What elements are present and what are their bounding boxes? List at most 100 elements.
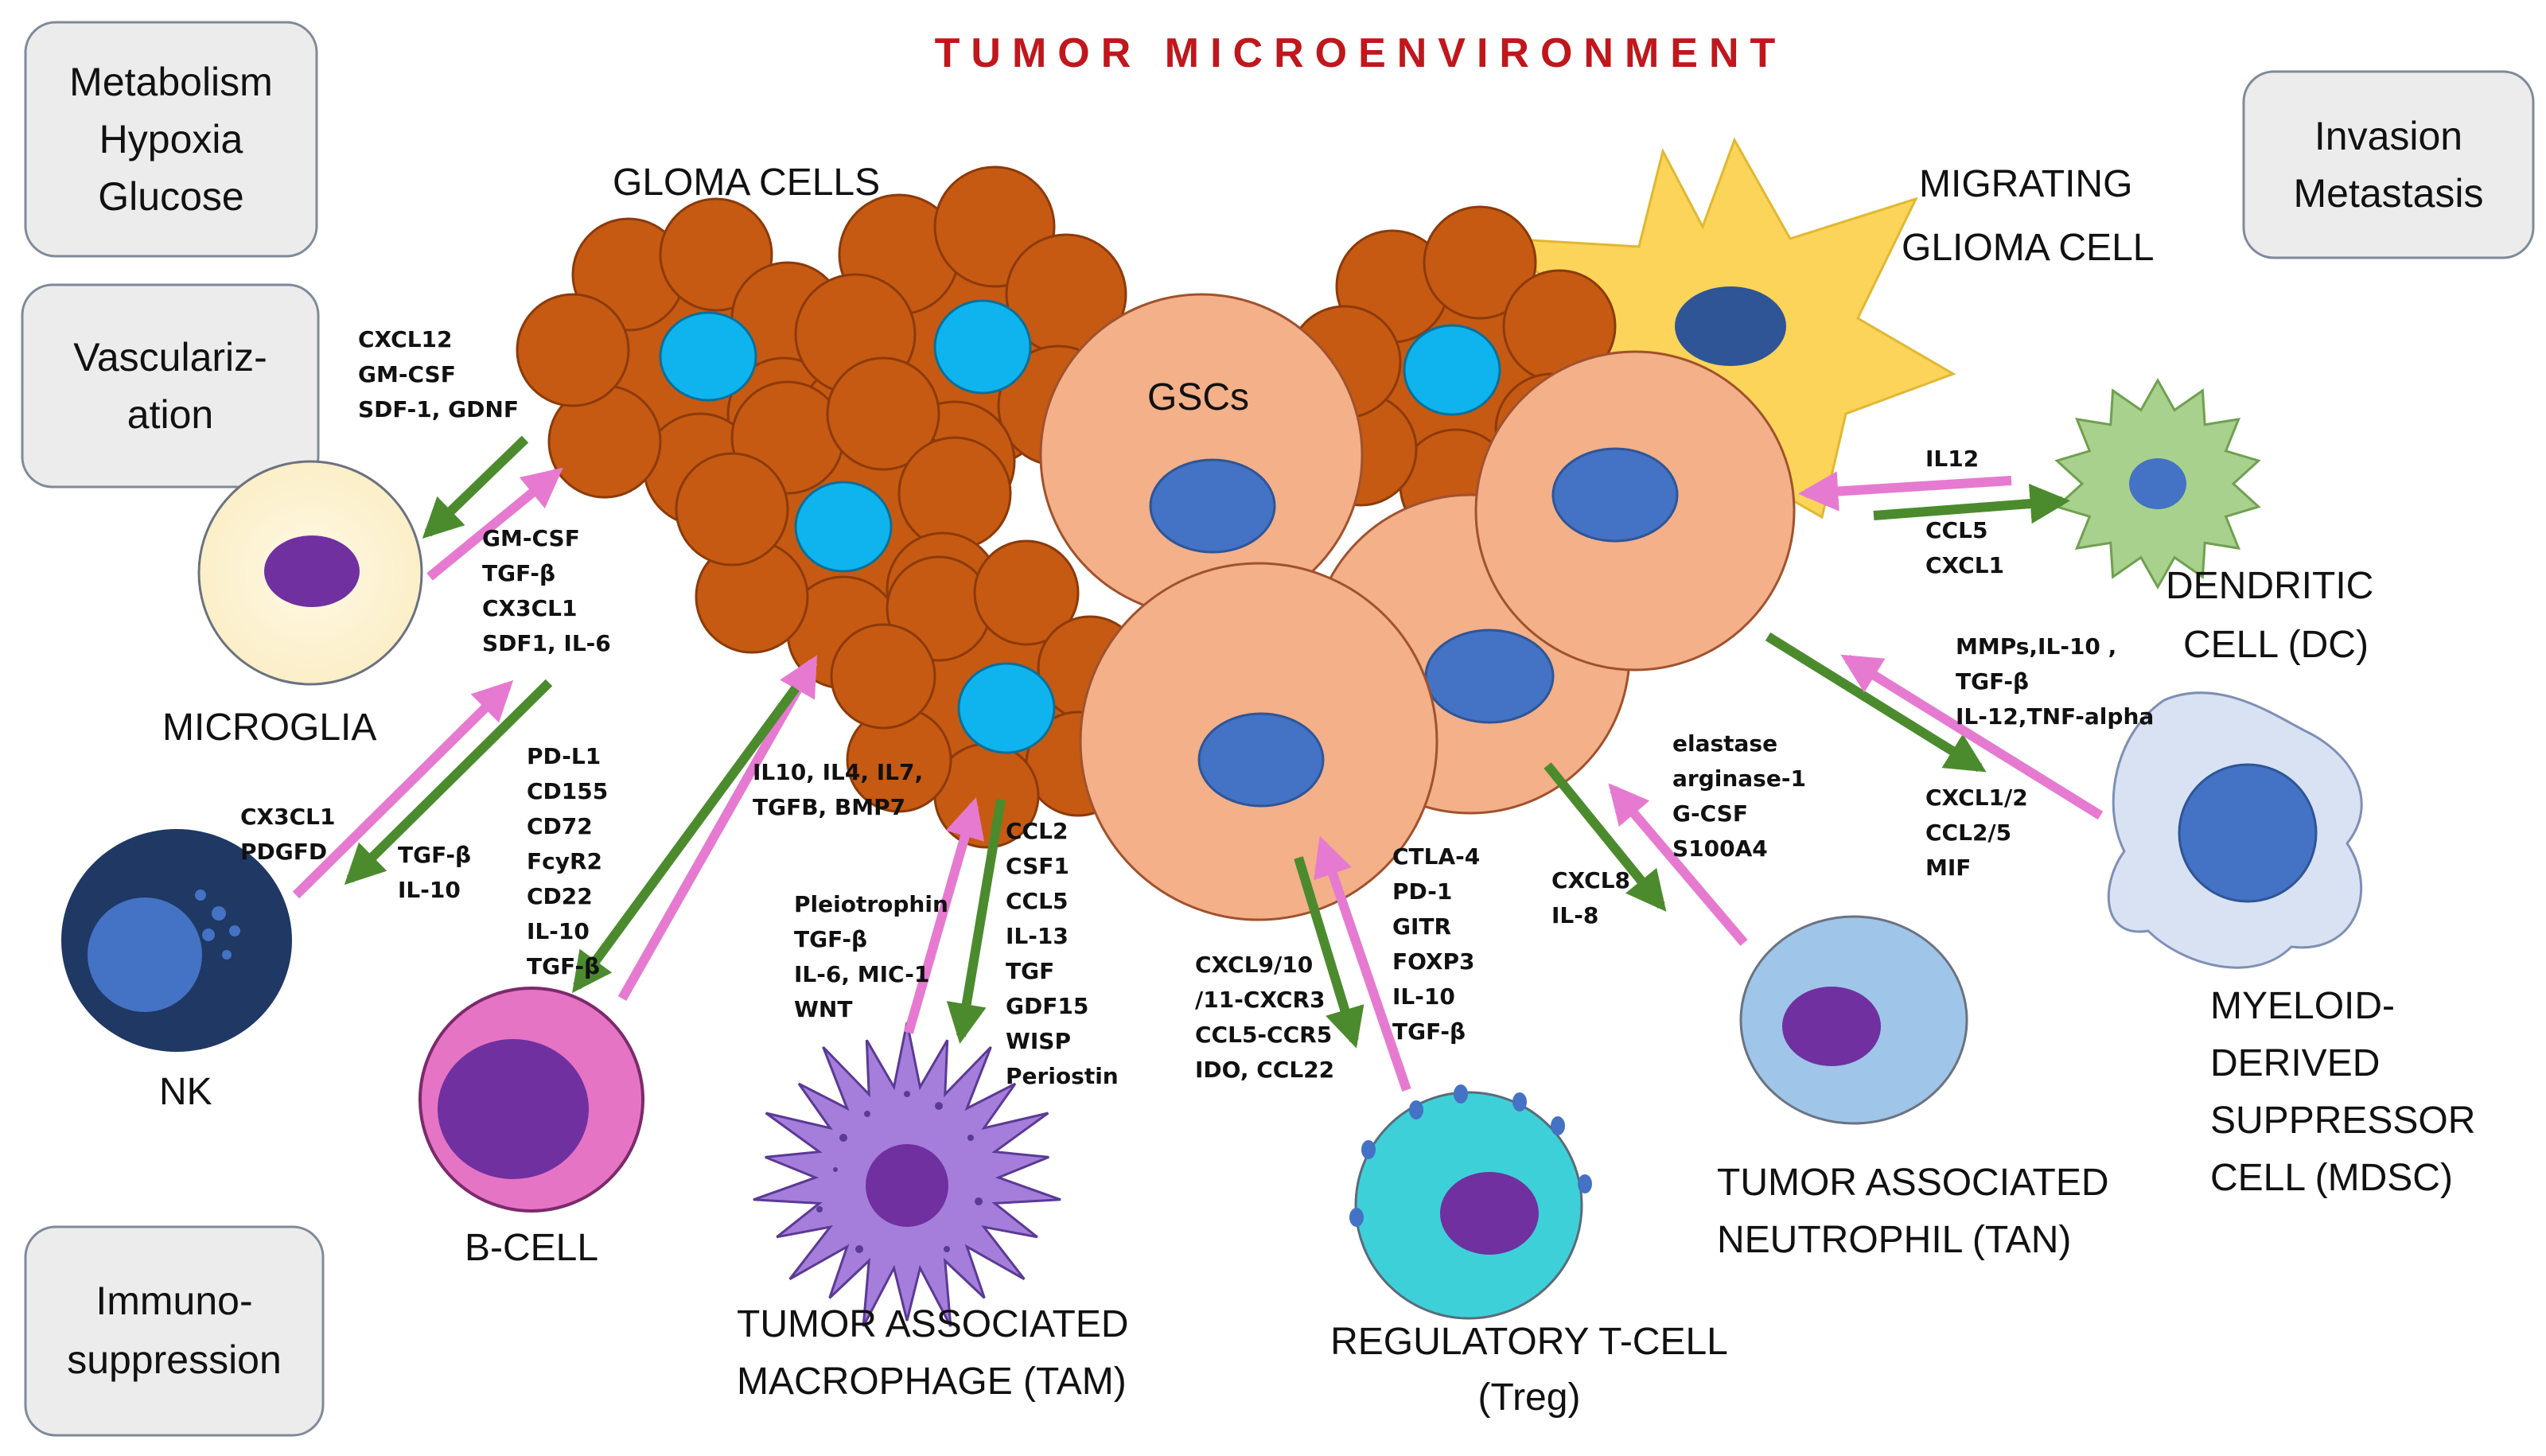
arrow-tan-to-gsc [1608,783,1748,946]
arrow-microglia-to-glioma [426,467,563,581]
molecule-item: TGF-β [1392,1018,1466,1045]
label-mdsc-3: SUPPRESSOR [2210,1100,2475,1142]
arrow-glioma-to-tam [946,799,1006,1044]
molecule-item: CTLA-4 [1392,843,1480,870]
molecule-item: IL-8 [1551,902,1598,928]
immunosuppression-box: Immuno- suppression [24,1225,325,1437]
mdsc-nucleus [2178,763,2318,903]
molecule-item: SDF1, IL-6 [482,630,611,656]
glioma-nuclei [659,299,1501,754]
molecule-item: FcyR2 [527,848,602,874]
nk-cell [61,829,292,1052]
gsc-nucleus [1197,712,1325,808]
vascularization-box: Vasculariz- ation [21,283,320,489]
molecule-item: PDGFD [240,839,327,865]
label-dc-1: DENDRITIC [2166,565,2373,607]
molecule-item: TGF-β [794,926,867,952]
molecule-item: TGF-β [527,953,600,979]
glioma-nucleus [1403,324,1501,416]
molecule-item: GITR [1392,913,1451,940]
mdsc-cell [2107,691,2363,969]
arrow-glioma-to-microglia [422,435,529,539]
metabolism-line-3: Glucose [98,174,243,219]
molecule-item: TGF-β [1956,668,2029,695]
gsc-nucleus [1551,447,1679,543]
molecule-item: MMPs,IL-10 , [1956,633,2116,660]
molecule-item: CCL5 [1006,888,1068,914]
gsc-nucleus [1149,458,1276,554]
molecule-item: SDF-1, GDNF [358,396,519,422]
molecule-item: WNT [794,996,852,1022]
arrow-gsc-to-mdsc [1765,632,1987,773]
label-microglia: MICROGLIA [162,707,376,749]
molecule-item: IL-10 [398,877,461,903]
label-glioma-cells: GLOMA CELLS [613,162,880,204]
b-cell [418,987,644,1213]
metabolism-line-2: Hypoxia [99,117,243,162]
microglia-nucleus [264,535,360,607]
arrow-nk-to-glioma [292,679,514,899]
gsc-cell [1039,293,1364,617]
metabolism-line-1: Metabolism [69,60,273,104]
molecule-item: IL-10 [527,918,590,944]
molecule-item: FOXP3 [1392,948,1475,975]
molecule-item: TGF-β [398,842,471,868]
label-gscs: GSCs [1147,376,1249,419]
tam-nucleus [866,1144,948,1227]
treg-nucleus [1440,1172,1539,1255]
arrow-mdsc-to-gsc [1840,654,2104,820]
arrow-gsc-to-treg [1294,856,1364,1049]
molecule-item: IDO, CCL22 [1195,1057,1334,1083]
label-treg-2: (Treg) [1478,1376,1581,1419]
tan-cell [1739,915,1968,1125]
molecule-item: IL-6, MIC-1 [794,961,929,987]
molecule-item: CXCL8 [1551,867,1630,893]
label-tam-2: MACROPHAGE (TAM) [737,1361,1127,1403]
glioma-nucleus [957,662,1056,754]
label-treg-1: REGULATORY T-CELL [1330,1321,1728,1363]
label-mdsc-4: CELL (MDSC) [2210,1157,2453,1199]
molecule-item: IL-13 [1006,923,1069,949]
invasion-line-2: Metastasis [2294,171,2484,216]
microglia-cell [197,460,423,686]
arrow-glioma-to-bcell [572,685,800,994]
label-nk: NK [159,1071,212,1113]
glioma-nucleus [659,311,757,402]
label-mdsc-1: MYELOID- [2210,985,2395,1027]
label-tan-1: TUMOR ASSOCIATED [1717,1162,2109,1204]
molecule-item: PD-1 [1392,878,1452,905]
arrow-gsc-to-tan [1544,762,1667,912]
invasion-box: Invasion Metastasis [2242,70,2535,259]
molecule-item: GDF15 [1006,993,1088,1019]
molecule-item: arginase-1 [1672,765,1806,792]
invasion-line-1: Invasion [2314,114,2462,158]
arrow-tam-to-glioma [904,797,985,1034]
molecule-item: IL12 [1925,446,1979,472]
molecule-item: CD72 [527,813,593,839]
arrow-bcell-to-glioma [617,655,818,1001]
molecule-item: Pleiotrophin [794,891,948,917]
gsc-cell [1079,562,1438,921]
molecule-item: GM-CSF [358,361,456,387]
molecule-item: G-CSF [1672,800,1748,827]
diagram-title: TUMOR MICROENVIRONMENT [935,30,1787,76]
arrow-dc-to-gsc [1797,471,2012,512]
gsc-nucleus [1424,629,1555,724]
molecule-item: CCL5 [1925,517,1987,543]
arrow-glioma-to-nk [344,679,553,886]
molecule-item: CXCL1/2 [1925,784,2028,811]
b-cell-nucleus [438,1039,589,1179]
molecule-item: CSF1 [1006,853,1069,879]
molecule-item: CX3CL1 [240,804,336,830]
molecule-item: /11-CXCR3 [1195,987,1326,1013]
molecule-item: S100A4 [1672,835,1768,862]
label-mdsc-2: DERIVED [2210,1042,2380,1084]
molecule-item: GM-CSF [482,525,580,551]
gsc-cell [1474,350,1796,672]
